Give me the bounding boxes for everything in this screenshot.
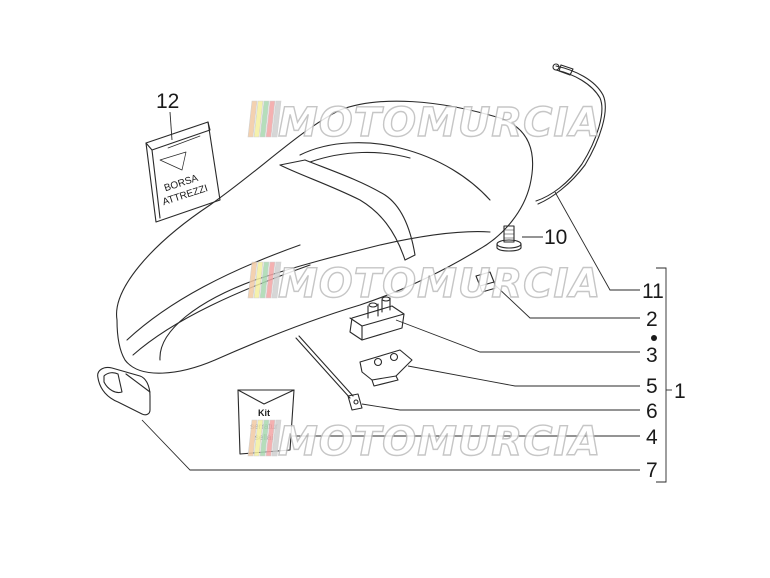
watermark-stripe (259, 419, 270, 457)
watermark-stripes (247, 261, 282, 299)
cable-part-11 (535, 63, 606, 205)
leader-lines (141, 111, 672, 483)
watermark-stripe (247, 100, 258, 138)
watermark-stripe (247, 261, 258, 299)
watermark-stripe (271, 261, 282, 299)
callout-10: 10 (544, 226, 567, 249)
watermark-stripe (265, 419, 276, 457)
watermark-stripe (265, 100, 276, 138)
tie-strap-part-6 (295, 335, 363, 411)
watermark-stripes (247, 419, 282, 457)
watermark-1: MOTOMURCIA (247, 99, 601, 147)
tool-bag-part-12: BORSA ATTREZZI (145, 121, 221, 223)
bullet-dot (651, 335, 657, 341)
rubber-pad-part-7 (97, 366, 151, 416)
callout-1: 1 (674, 380, 686, 403)
watermark-stripe (271, 100, 282, 138)
callout-5: 5 (646, 375, 658, 398)
callout-11: 11 (642, 280, 664, 303)
seat (116, 100, 534, 374)
callout-2: 2 (646, 308, 658, 331)
watermark-logo-text: MOTOMURCIA (278, 261, 601, 307)
watermark-logo-text: MOTOMURCIA (278, 419, 601, 465)
watermark-stripe (259, 100, 270, 138)
watermark-2: MOTOMURCIA (247, 260, 601, 308)
callout-6: 6 (646, 400, 658, 423)
watermark-stripes (247, 100, 282, 138)
watermark-3: MOTOMURCIA (247, 418, 601, 466)
watermark-logo-text: MOTOMURCIA (278, 100, 601, 146)
watermark-stripe (253, 261, 264, 299)
rubber-block-part-3 (349, 296, 405, 341)
latch-plate-part-5 (359, 349, 413, 387)
screw-part-10 (496, 225, 522, 252)
watermark-stripe (253, 100, 264, 138)
callout-7: 7 (646, 459, 658, 482)
watermark-stripe (265, 261, 276, 299)
watermark-stripe (247, 419, 258, 457)
watermark-stripe (271, 419, 282, 457)
watermark-stripe (259, 261, 270, 299)
callout-12: 12 (156, 90, 179, 113)
callout-numbers: 12 10 11 2 3 5 6 4 7 1 (156, 90, 686, 482)
watermark-stripe (253, 419, 264, 457)
callout-3: 3 (646, 344, 658, 367)
kit-label-title: Kit (258, 408, 270, 418)
callout-4: 4 (646, 426, 658, 449)
